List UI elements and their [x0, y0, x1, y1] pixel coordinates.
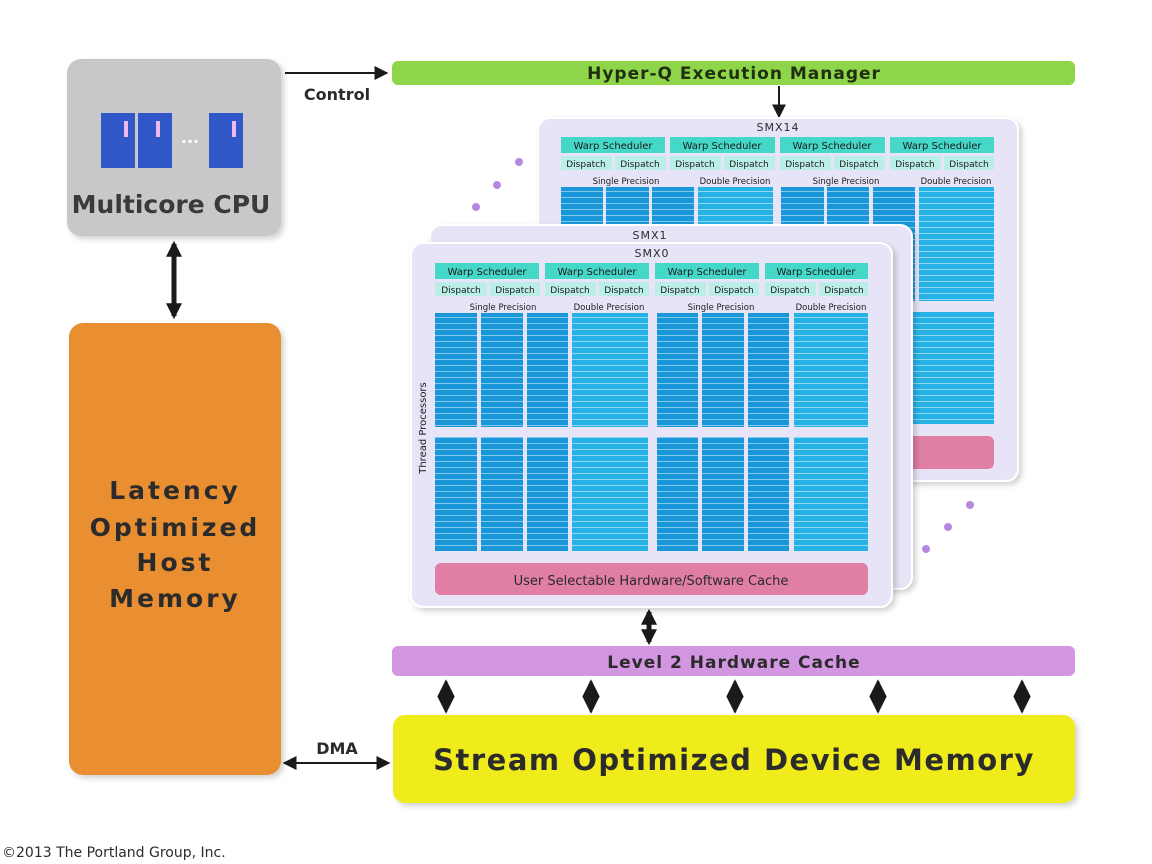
smx-front-sp-label: Single Precision — [470, 303, 537, 313]
host-memory-line-3: Host — [137, 548, 214, 577]
smx-back-sp-label: Single Precision — [813, 177, 880, 187]
hyperq-execution-manager: Hyper-Q Execution Manager — [392, 61, 1075, 85]
smx-front-warp-label: Warp Scheduler — [776, 267, 856, 278]
smx-back-dispatch-row: Dispatch Dispatch Dispatch Dispatch Disp… — [561, 156, 994, 170]
smx-back-warp-row: Warp Scheduler Warp Scheduler Warp Sched… — [561, 137, 994, 153]
smx-back-sp-label: Single Precision — [593, 177, 660, 187]
smx-continuation-dots-bottom — [922, 501, 974, 553]
host-memory: Latency Optimized Host Memory — [69, 323, 281, 775]
smx-back-dispatch-label: Dispatch — [675, 160, 715, 170]
smx-front-warp-label: Warp Scheduler — [557, 267, 637, 278]
device-memory-label: Stream Optimized Device Memory — [433, 743, 1035, 777]
device-memory: Stream Optimized Device Memory — [393, 715, 1075, 803]
smx-back-dp-label: Double Precision — [700, 177, 771, 187]
smx-front-dp-label: Double Precision — [574, 303, 645, 313]
smx-front-cache: User Selectable Hardware/Software Cache — [435, 563, 868, 595]
smx-front-dispatch-row: Dispatch Dispatch Dispatch Dispatch Disp… — [435, 282, 868, 296]
smx-back-warp-label: Warp Scheduler — [682, 141, 762, 152]
smx-back-warp-label: Warp Scheduler — [573, 141, 653, 152]
smx-back-dispatch-label: Dispatch — [620, 160, 660, 170]
smx-back-title: SMX14 — [756, 121, 799, 134]
smx-front-dp-label: Double Precision — [796, 303, 867, 313]
smx-front-dispatch-label: Dispatch — [441, 286, 481, 296]
host-memory-line-4: Memory — [109, 584, 241, 613]
cpu-core-ellipsis: ··· — [181, 132, 199, 151]
smx-front-dispatch-label: Dispatch — [604, 286, 644, 296]
smx-front-dispatch-label: Dispatch — [495, 286, 535, 296]
smx-front-sp-label: Single Precision — [688, 303, 755, 313]
host-memory-line-2: Optimized — [90, 513, 261, 542]
smx-front-dispatch-label: Dispatch — [550, 286, 590, 296]
cpu-core-n — [209, 113, 243, 168]
smx-back-dispatch-label: Dispatch — [839, 160, 879, 170]
cpu-core-2 — [138, 113, 172, 168]
smx-back-warp-label: Warp Scheduler — [902, 141, 982, 152]
smx-back-warp-label: Warp Scheduler — [792, 141, 872, 152]
smx-front-dispatch-label: Dispatch — [660, 286, 700, 296]
smx-front-lanes-top — [435, 313, 868, 427]
smx-back-dispatch-label: Dispatch — [949, 160, 989, 170]
smx-back-dispatch-label: Dispatch — [566, 160, 606, 170]
smx-front-dispatch-label: Dispatch — [714, 286, 754, 296]
l2-cache-label: Level 2 Hardware Cache — [607, 653, 860, 673]
smx-front-cache-label: User Selectable Hardware/Software Cache — [514, 574, 789, 589]
multicore-cpu: ··· Multicore CPU — [67, 59, 281, 236]
l2-cache: Level 2 Hardware Cache — [392, 646, 1075, 676]
host-memory-line-1: Latency — [109, 476, 241, 505]
smx-front-dispatch-label: Dispatch — [824, 286, 864, 296]
smx-front-panel: SMX0 Warp Scheduler Warp Scheduler Warp … — [410, 242, 893, 608]
smx-front-warp-row: Warp Scheduler Warp Scheduler Warp Sched… — [435, 263, 868, 279]
dma-label: DMA — [316, 739, 358, 758]
smx-front-lanes-bottom — [435, 437, 868, 551]
smx-back-cache — [905, 436, 994, 469]
thread-processors-label: Thread Processors — [418, 382, 429, 475]
smx-back-dp-label: Double Precision — [921, 177, 992, 187]
control-label: Control — [304, 85, 370, 104]
smx-back-dispatch-label: Dispatch — [729, 160, 769, 170]
cpu-core-1 — [101, 113, 135, 168]
l2-device-arrows — [437, 679, 1031, 714]
smx-front-warp-label: Warp Scheduler — [447, 267, 527, 278]
smx-front-title: SMX0 — [634, 247, 669, 260]
smx-continuation-dots-top — [472, 158, 523, 211]
smx-back-dispatch-label: Dispatch — [895, 160, 935, 170]
copyright: ©2013 The Portland Group, Inc. — [2, 845, 226, 861]
smx-front-dispatch-label: Dispatch — [770, 286, 810, 296]
cpu-label: Multicore CPU — [72, 190, 271, 219]
smx-front-warp-label: Warp Scheduler — [667, 267, 747, 278]
smx-middle-title: SMX1 — [632, 229, 667, 242]
smx-back-dispatch-label: Dispatch — [785, 160, 825, 170]
hyperq-label: Hyper-Q Execution Manager — [587, 64, 881, 84]
